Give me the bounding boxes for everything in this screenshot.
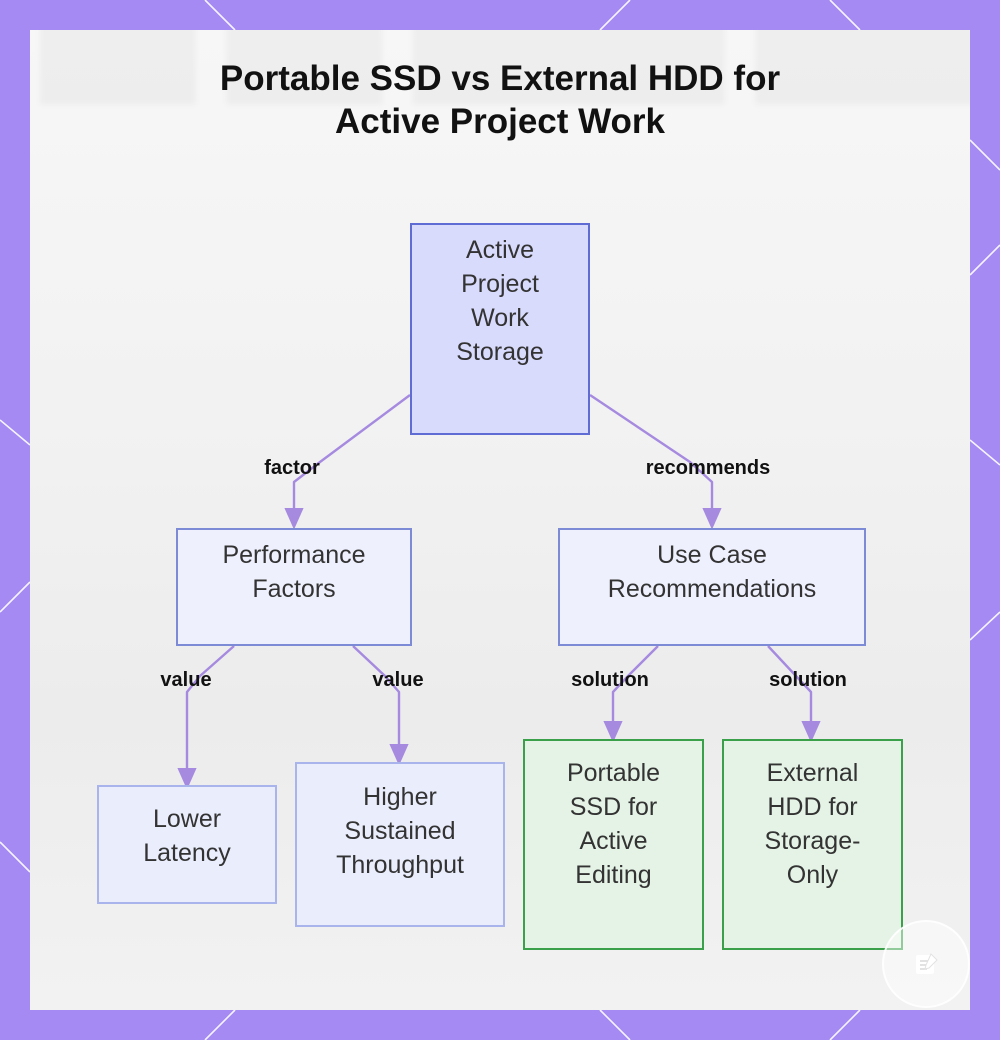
title-line-2: Active Project Work bbox=[334, 102, 666, 141]
node-text-line: Factors bbox=[252, 575, 336, 603]
node-text-line: Editing bbox=[575, 860, 652, 889]
edge-label-value-right: value bbox=[372, 669, 424, 691]
edge-value-right-line bbox=[352, 645, 409, 766]
edge-factor-line bbox=[284, 394, 411, 530]
node-text-line: Higher bbox=[363, 782, 437, 811]
node-text-line: SSD for bbox=[569, 792, 658, 821]
node-text-line: Work bbox=[471, 304, 529, 332]
node-text-line: External bbox=[766, 758, 859, 787]
edge-solution-left-line bbox=[603, 645, 659, 743]
node-text-line: Portable bbox=[566, 758, 661, 787]
node-text-line: Only bbox=[786, 860, 839, 889]
edge-label-recommends: recommends bbox=[645, 457, 771, 479]
edge-label-factor: factor bbox=[264, 457, 320, 479]
node-lower-latency: Lower Latency bbox=[97, 785, 277, 904]
node-text-line: Storage- bbox=[764, 826, 861, 855]
node-text-line: Performance bbox=[222, 541, 366, 569]
node-external-hdd-storage-only: External HDD for Storage- Only bbox=[722, 739, 903, 950]
node-higher-sustained-throughput: Higher Sustained Throughput bbox=[295, 762, 505, 927]
edge-label-solution-right: solution bbox=[769, 669, 847, 691]
node-performance-factors: Performance Factors bbox=[176, 528, 412, 646]
node-text-line: HDD for bbox=[767, 792, 858, 821]
page-title: Portable SSD vs External HDD for Active … bbox=[0, 57, 1000, 143]
node-text-line: Latency bbox=[143, 838, 231, 867]
edge-recommends-line bbox=[589, 394, 722, 530]
node-text-line: Sustained bbox=[344, 816, 456, 845]
node-text-line: Storage bbox=[456, 338, 544, 366]
node-text-line: Active bbox=[579, 826, 648, 855]
edge-label-solution-left: solution bbox=[571, 669, 649, 691]
node-use-case-recommendations: Use Case Recommendations bbox=[558, 528, 866, 646]
edge-solution-right-line bbox=[767, 645, 821, 743]
node-text-line: Throughput bbox=[336, 850, 464, 879]
node-text-line: Recommendations bbox=[607, 575, 817, 603]
corner-badge[interactable] bbox=[882, 920, 970, 1008]
node-text-line: Lower bbox=[152, 804, 222, 833]
node-text-line: Active bbox=[465, 236, 535, 264]
node-text-line: Use Case bbox=[657, 541, 767, 569]
title-line-1: Portable SSD vs External HDD for bbox=[219, 59, 781, 98]
edge-value-left-line bbox=[177, 645, 235, 790]
node-active-project-work-storage: Active Project Work Storage bbox=[410, 223, 590, 435]
edge-label-value-left: value bbox=[160, 669, 212, 691]
node-text-line: Project bbox=[461, 270, 539, 298]
node-portable-ssd-active-editing: Portable SSD for Active Editing bbox=[523, 739, 704, 950]
note-edit-icon bbox=[916, 953, 938, 974]
